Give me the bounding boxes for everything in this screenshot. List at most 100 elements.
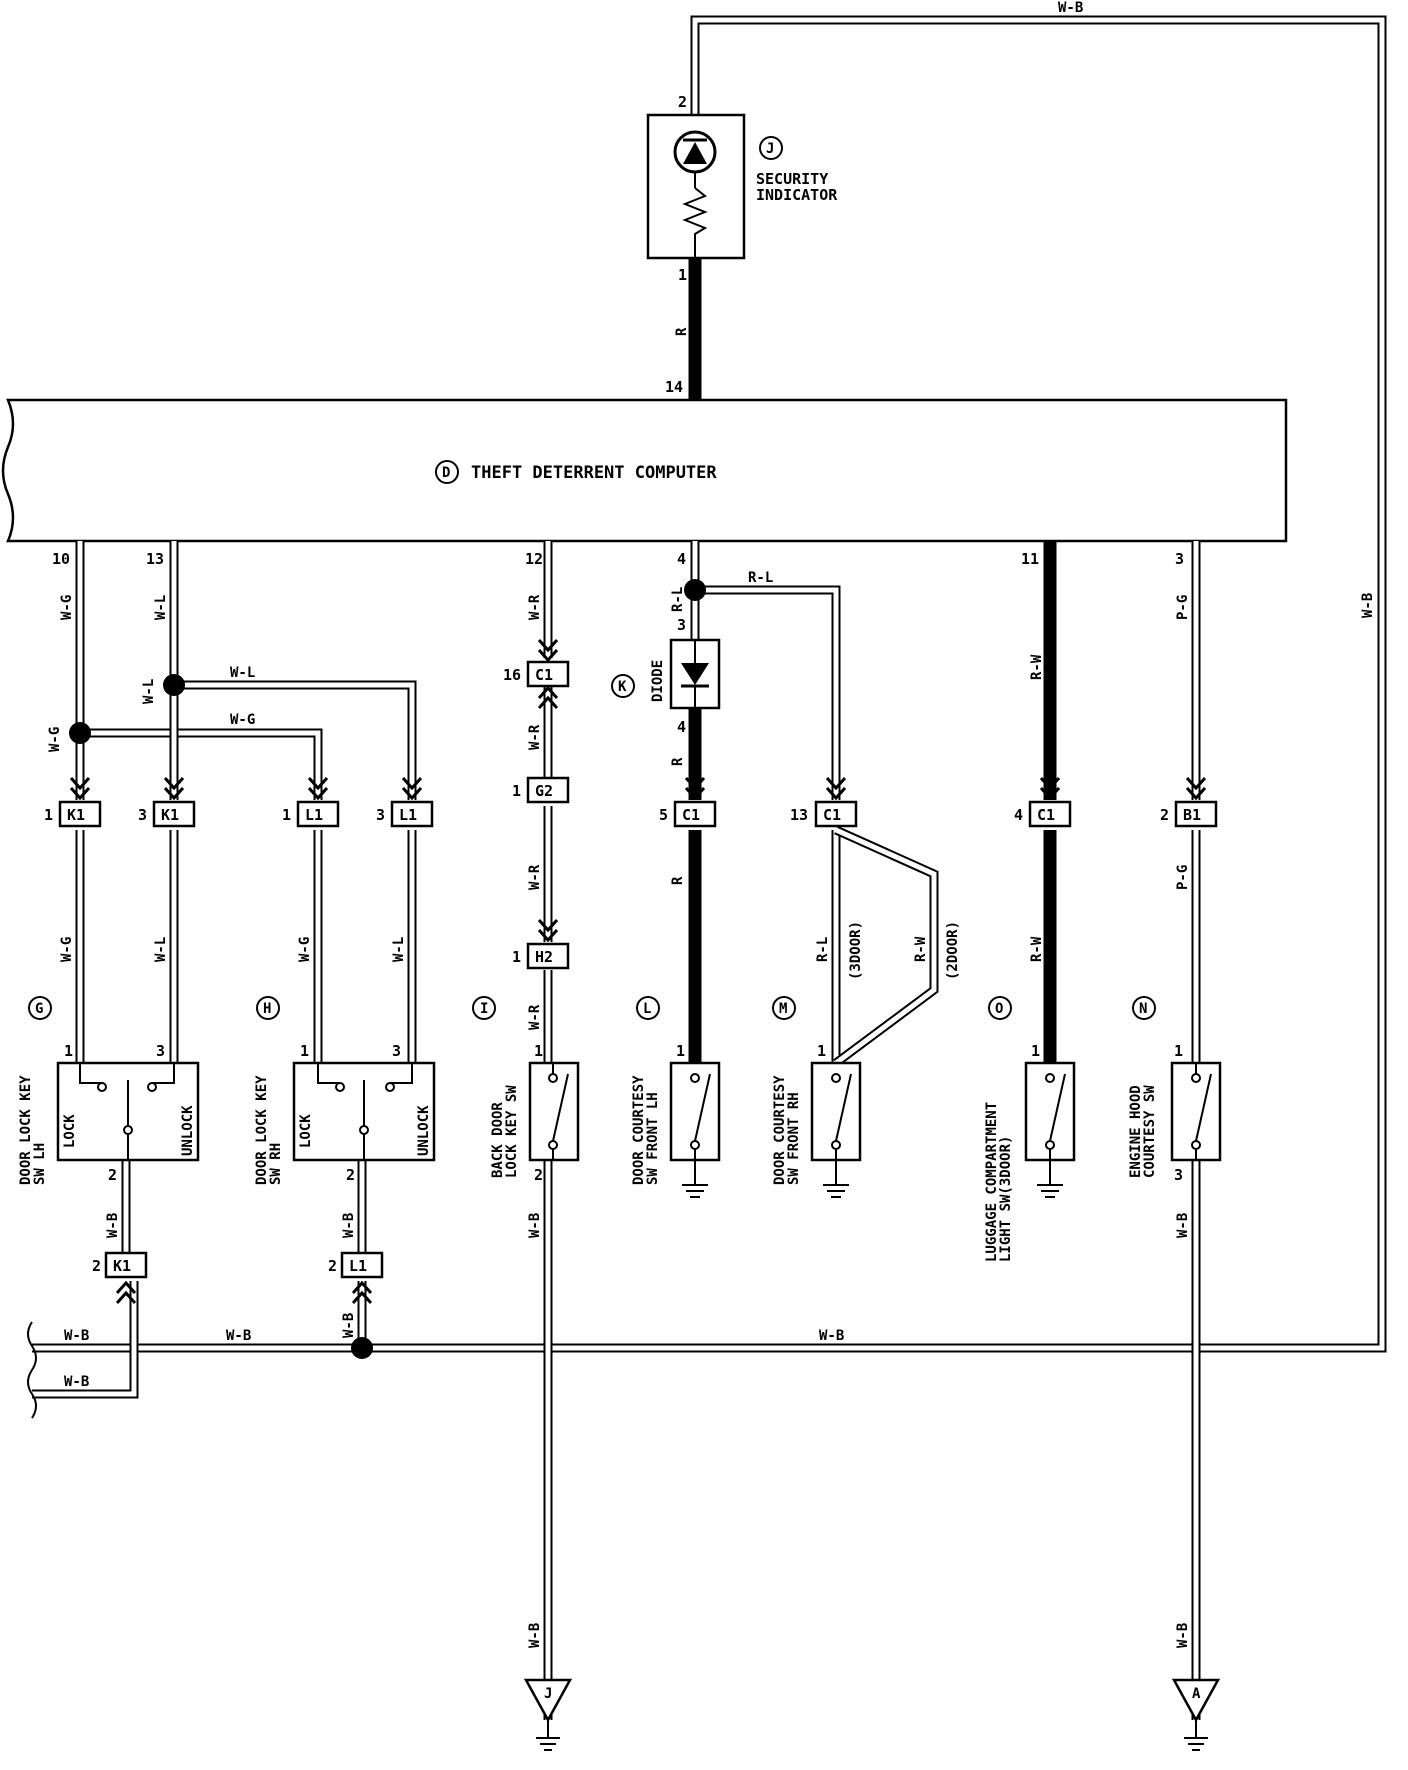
switch-h-label-2: SW RH [268,1143,284,1185]
badge-k: K [618,679,627,695]
switch-m-label-1: DOOR COURTESY [772,1075,788,1185]
switch-n-pin3: 3 [1174,1166,1183,1184]
switch-door-lock-key-rh [292,1061,436,1162]
ecu-pin-12: 12 [525,550,543,568]
wire-label-rw-2: R-W [1029,936,1045,962]
connector-g2: G2 1 [512,776,570,804]
wire-label-wb-hood-2: W-B [1175,1623,1191,1648]
wire-label-wr-3: W-R [527,864,543,890]
diode-label: DIODE [650,660,666,702]
wire-label-rw-1: R-W [1029,654,1045,680]
switch-o-label-2: LIGHT SW(3DOOR) [998,1136,1014,1262]
svg-text:K1: K1 [161,806,179,824]
svg-text:3: 3 [376,806,385,824]
badge-j-circle [759,136,783,160]
switch-engine-hood-courtesy [1170,1061,1222,1162]
connector-l1-2: L1 2 [328,1251,384,1279]
svg-text:C1: C1 [682,806,700,824]
switch-m-pin1: 1 [817,1042,826,1060]
wire-label-wl-3: W-L [153,937,169,962]
switch-h-label-1: DOOR LOCK KEY [254,1075,270,1185]
wire-label-wb-l1: W-B [341,1213,357,1238]
computer-title: THEFT DETERRENT COMPUTER [471,463,717,483]
switch-h-lock: LOCK [298,1114,314,1148]
switch-l-pin1: 1 [676,1042,685,1060]
badge-l: L [643,1001,651,1017]
switch-h-pin3: 3 [392,1042,401,1060]
svg-text:2: 2 [1160,806,1169,824]
switch-h-unlock: UNLOCK [416,1105,432,1156]
badge-i: I [480,1001,488,1017]
wire-label-wg-1: W-G [59,595,75,620]
connector-c1-13: C1 13 [790,800,858,828]
switch-i-pin1: 1 [534,1042,543,1060]
svg-text:L1: L1 [305,806,323,824]
wire-label-pg-2: P-G [1175,865,1191,890]
svg-text:L1: L1 [399,806,417,824]
svg-text:C1: C1 [1037,806,1055,824]
badge-l-circle [636,996,660,1020]
wire-label-wb-bottom: W-B [819,1328,844,1344]
svg-text:K1: K1 [67,806,85,824]
ecu-pin-3: 3 [1175,550,1184,568]
connector-c1-4: C1 4 [1014,800,1072,828]
svg-text:4: 4 [1014,806,1023,824]
svg-text:G2: G2 [535,782,553,800]
ecu-pin-11: 11 [1021,550,1039,568]
wire-label-rl-3door: R-L [815,937,831,962]
wire-label-r-1: R [670,757,686,766]
badge-d-circle [435,460,459,484]
wire-label-wg-h: W-G [230,712,255,728]
wire-label-rw-2door: R-W [913,936,929,962]
connector-k1-1: K1 1 [44,800,102,828]
connector-h2: H2 1 [512,942,570,970]
badge-j: J [766,141,774,157]
switch-door-courtesy-front-rh [810,1061,862,1198]
svg-text:13: 13 [790,806,808,824]
wg-wl-wiring [75,541,417,1348]
splice-rl [684,579,706,601]
diode [669,638,721,710]
badge-k-circle [611,674,635,698]
badge-i-circle [472,996,496,1020]
wire-label-wr-1: W-R [527,594,543,620]
wire-label-r-ind: R [674,327,690,336]
switch-g-label-1: DOOR LOCK KEY [18,1075,34,1185]
ecu-pin-14: 14 [665,378,683,396]
connector-l1-1: L1 1 [282,800,340,828]
other-wiring [543,541,1201,1720]
svg-text:1: 1 [512,948,521,966]
splice-wb [351,1337,373,1359]
svg-text:1: 1 [44,806,53,824]
ground-ref-j [523,1678,573,1751]
switch-n-label-1: ENGINE HOOD [1128,1085,1144,1178]
diode-pin-3: 3 [677,616,686,634]
diode-pin-4: 4 [677,718,686,736]
switch-h-pin1: 1 [300,1042,309,1060]
wire-label-wb-bus: W-B [226,1328,251,1344]
badge-o: O [995,1001,1003,1017]
splice-wl [163,674,185,696]
wire-label-rl-h: R-L [748,570,773,586]
wire-label-wr-2: W-R [527,724,543,750]
badge-n: N [1139,1001,1147,1017]
badge-g: G [35,1001,43,1017]
switch-o-pin1: 1 [1031,1042,1040,1060]
badge-g-circle [28,996,52,1020]
connector-c1-16: C1 16 [503,660,570,688]
svg-text:K1: K1 [113,1257,131,1275]
wire-label-wb-l1b: W-B [341,1313,357,1338]
wb-ground-bus [32,15,1387,1399]
badge-d: D [442,465,450,481]
switch-door-courtesy-front-lh [669,1061,721,1198]
svg-text:H2: H2 [535,948,553,966]
wire-label-wb-left: W-B [64,1328,89,1344]
wire-label-2door: (2DOOR) [945,921,961,980]
wire-label-wl-1: W-L [153,595,169,620]
ground-a-label: A [1192,1686,1201,1702]
switch-g-label-2: SW LH [32,1143,48,1185]
wire-label-wb-back-2: W-B [527,1623,543,1648]
wire-label-wg-3: W-G [59,937,75,962]
wire-label-r-2: R [670,876,686,885]
